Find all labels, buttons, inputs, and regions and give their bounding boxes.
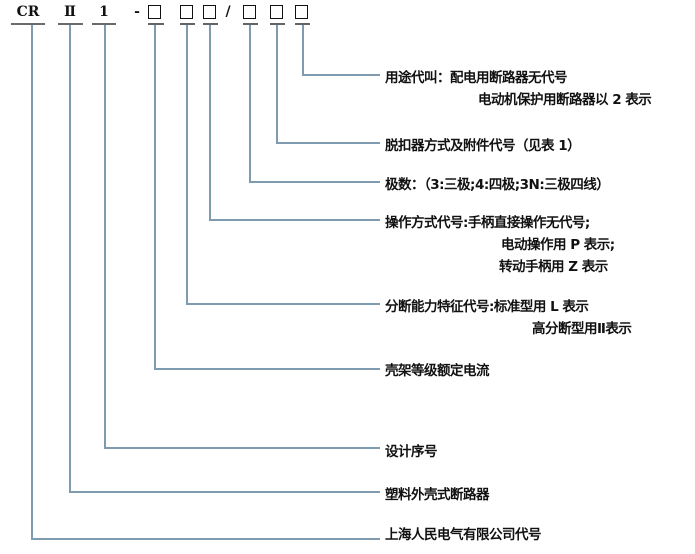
code-box-3	[203, 5, 216, 19]
code-box-1	[148, 5, 161, 19]
code-box-4	[243, 5, 256, 19]
label-frame-current: 壳架等级额定电流	[385, 363, 490, 379]
label-release: 脱扣器方式及附件代号（见表 1）	[385, 138, 581, 154]
code-slash: /	[225, 4, 231, 20]
connector-usage	[302, 25, 380, 76]
label-design: 设计序号	[385, 444, 438, 460]
code-dash: -	[134, 4, 140, 20]
label-operation-cont-1: 电动操作用 P 表示;	[501, 237, 615, 253]
label-operation: 操作方式代号:手柄直接操作无代号;	[385, 215, 590, 231]
label-usage: 用途代叫：配电用断路器无代号	[385, 70, 568, 86]
label-usage-cont: 电动机保护用断路器以 2 表示	[478, 92, 652, 108]
label-company: 上海人民电气有限公司代号	[385, 527, 542, 543]
code-design: 1	[99, 4, 109, 20]
connector-poles	[249, 25, 380, 183]
code-box-6	[295, 5, 308, 19]
label-operation-cont-2: 转动手柄用 Z 表示	[499, 259, 608, 275]
label-poles: 极数：（3:三极;4:四极;3N:三极四线）	[385, 177, 610, 193]
connector-breaking	[186, 25, 380, 305]
connector-design	[104, 25, 380, 449]
connector-frame-current	[154, 25, 380, 370]
code-series: Ⅱ	[64, 4, 76, 20]
code-box-2	[180, 5, 193, 19]
label-breaking-cont: 高分断型用Ⅱ表示	[532, 321, 632, 337]
connector-type	[69, 25, 380, 493]
label-breaking: 分断能力特征代号:标准型用 L 表示	[385, 299, 589, 315]
label-type: 塑料外壳式断路器	[385, 487, 490, 503]
code-box-5	[270, 5, 283, 19]
connector-release	[276, 25, 380, 144]
code-prefix: CR	[16, 4, 40, 20]
connector-company	[31, 25, 380, 540]
connector-operation	[209, 25, 380, 221]
